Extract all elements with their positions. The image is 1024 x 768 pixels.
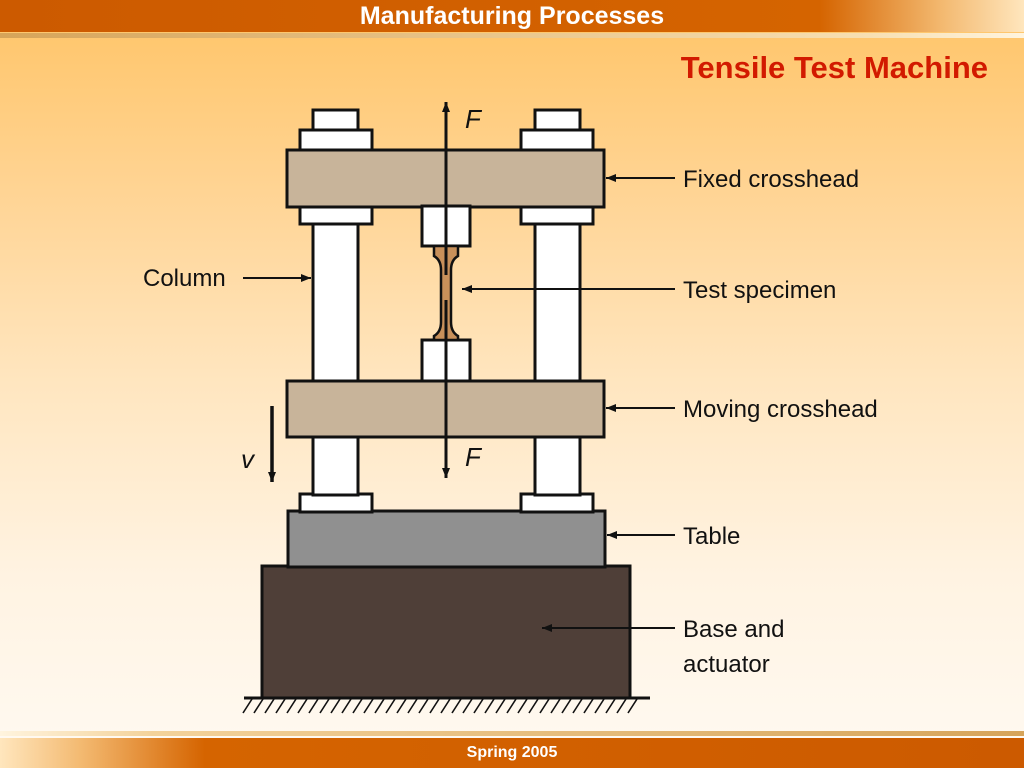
hatch-mark xyxy=(385,698,396,714)
hatch-mark xyxy=(253,698,264,714)
hatch-mark xyxy=(561,698,572,714)
hatch-mark xyxy=(363,698,374,714)
hatch-mark xyxy=(440,698,451,714)
hatch-mark xyxy=(616,698,627,714)
footer-bar xyxy=(0,738,1024,768)
column-collar-right-top xyxy=(519,128,595,152)
force-label-bottom: F xyxy=(465,442,483,472)
label-fixed-crosshead: Fixed crosshead xyxy=(683,166,859,193)
hatch-mark xyxy=(275,698,286,714)
hatch-mark xyxy=(473,698,484,714)
footer-divider xyxy=(0,731,1024,736)
hatch-mark xyxy=(462,698,473,714)
header-bar xyxy=(0,0,1024,32)
hatch-mark xyxy=(583,698,594,714)
table-block xyxy=(286,509,607,569)
hatch-mark xyxy=(572,698,583,714)
hatch-mark xyxy=(495,698,506,714)
hatch-mark xyxy=(517,698,528,714)
hatch-mark xyxy=(418,698,429,714)
hatch-mark xyxy=(506,698,517,714)
column-collar-left-top xyxy=(298,128,374,152)
hatch-mark xyxy=(352,698,363,714)
hatch-mark xyxy=(407,698,418,714)
label-moving-crosshead: Moving crosshead xyxy=(683,396,878,423)
label-table: Table xyxy=(683,523,740,550)
hatch-mark xyxy=(539,698,550,714)
test-specimen xyxy=(432,244,460,342)
hatch-mark xyxy=(396,698,407,714)
hatch-mark xyxy=(374,698,385,714)
course-title: Manufacturing Processes xyxy=(359,2,665,30)
label-base-line2: actuator xyxy=(683,651,770,678)
column-collar-left-under xyxy=(298,204,374,226)
base-actuator-block xyxy=(260,564,632,700)
hatch-mark xyxy=(528,698,539,714)
force-label-top: F xyxy=(465,104,483,134)
hatch-mark xyxy=(297,698,308,714)
column-cap-right xyxy=(533,108,582,132)
velocity-label: v xyxy=(241,444,256,474)
ground-hatch xyxy=(242,696,650,714)
column-collar-right-bottom xyxy=(519,492,595,514)
hatch-mark xyxy=(550,698,561,714)
hatch-mark xyxy=(341,698,352,714)
column-cap-left xyxy=(311,108,360,132)
hatch-mark xyxy=(319,698,330,714)
footer-term: Spring 2005 xyxy=(466,744,558,761)
label-base-line1: Base and xyxy=(683,616,784,643)
hatch-mark xyxy=(242,698,253,714)
header-divider xyxy=(0,33,1024,38)
hatch-mark xyxy=(330,698,341,714)
label-column: Column xyxy=(143,265,226,292)
hatch-mark xyxy=(594,698,605,714)
hatch-mark xyxy=(627,698,638,714)
slide-title: Tensile Test Machine xyxy=(680,50,988,85)
hatch-mark xyxy=(308,698,319,714)
hatch-mark xyxy=(605,698,616,714)
hatch-mark xyxy=(264,698,275,714)
hatch-mark xyxy=(429,698,440,714)
hatch-mark xyxy=(484,698,495,714)
hatch-mark xyxy=(286,698,297,714)
hatch-mark xyxy=(451,698,462,714)
label-test-specimen: Test specimen xyxy=(683,277,836,304)
column-collar-right-under xyxy=(519,204,595,226)
column-collar-left-bottom xyxy=(298,492,374,514)
